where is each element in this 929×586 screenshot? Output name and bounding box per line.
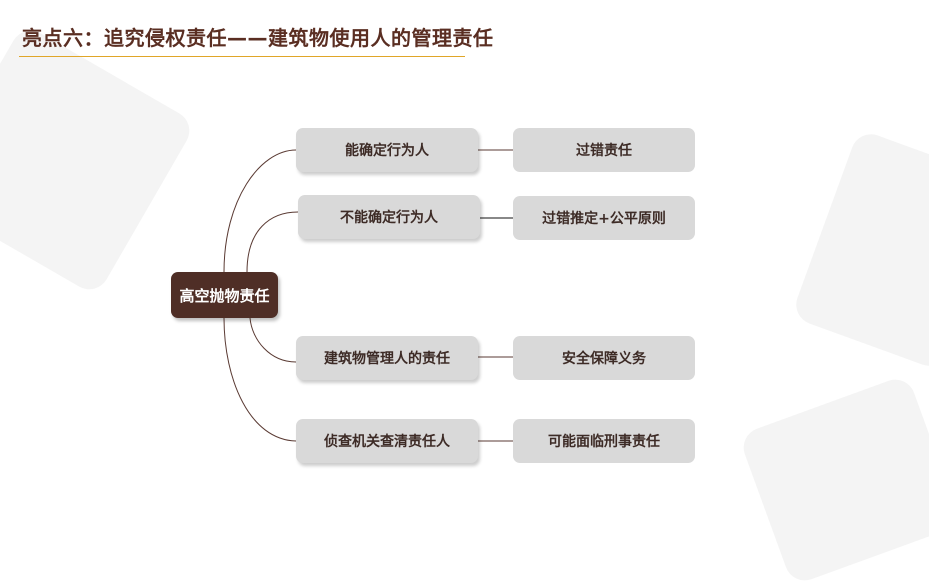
branch-node: 能确定行为人 <box>296 128 478 172</box>
title-underline <box>19 56 465 57</box>
connector-root-branch-3 <box>249 317 297 363</box>
result-node: 过错责任 <box>513 128 695 172</box>
result-node: 过错推定+公平原则 <box>513 196 695 240</box>
result-node: 可能面临刑事责任 <box>513 419 695 463</box>
root-node: 高空抛物责任 <box>171 272 278 318</box>
connector-lines <box>223 149 513 442</box>
branch-node: 建筑物管理人的责任 <box>296 336 478 380</box>
page-title: 亮点六：追究侵权责任——建筑物使用人的管理责任 <box>22 26 494 50</box>
branch-node: 侦查机关查清责任人 <box>296 419 478 463</box>
connector-root-branch-1 <box>223 149 297 273</box>
branch-node: 不能确定行为人 <box>298 195 480 239</box>
connector-root-branch-2 <box>246 211 299 273</box>
connector-root-branch-4 <box>223 317 297 442</box>
result-node: 安全保障义务 <box>513 336 695 380</box>
